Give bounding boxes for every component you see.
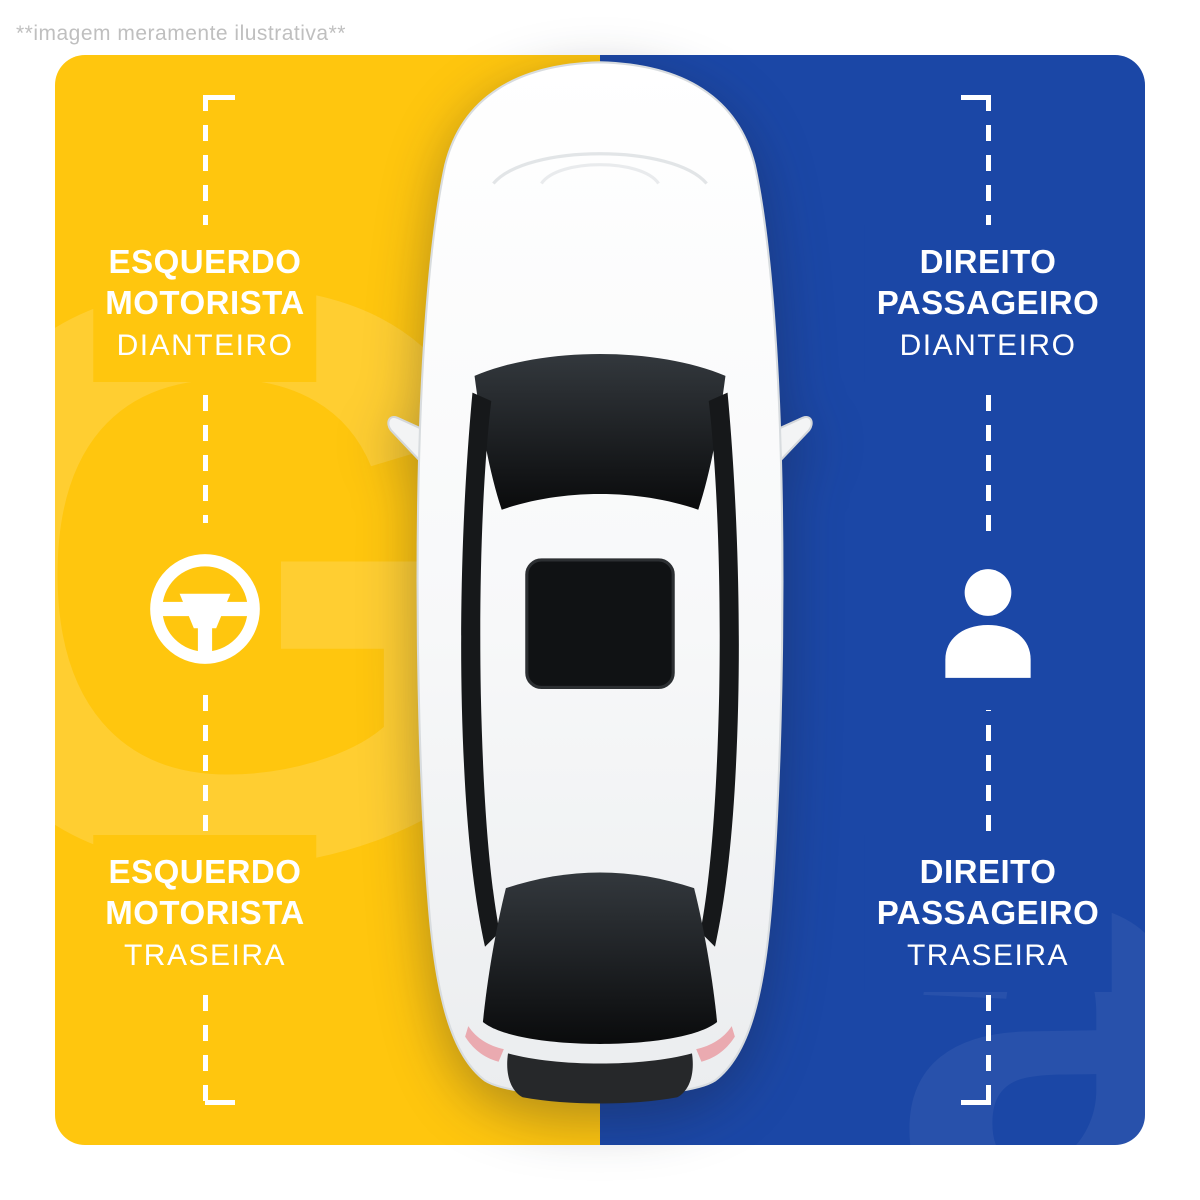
rear-window: [482, 872, 718, 1044]
label-passenger-rear: DIREITO PASSAGEIRO TRASEIRA: [864, 835, 1112, 992]
label-line: DIREITO: [919, 243, 1057, 280]
car-top-view: [370, 56, 830, 1143]
label-line: TRASEIRA: [906, 939, 1070, 972]
rear-bumper: [507, 1053, 693, 1104]
label-line: DIREITO: [919, 853, 1057, 890]
label-line: ESQUERDO: [108, 243, 302, 280]
label-passenger-front: DIREITO PASSAGEIRO DIANTEIRO: [864, 225, 1112, 382]
right-side-window: [700, 392, 739, 947]
label-line: TRASEIRA: [123, 939, 287, 972]
passenger-person-icon: [912, 538, 1064, 710]
left-side-window: [461, 392, 500, 947]
sunroof: [525, 558, 675, 690]
steering-wheel-icon: [129, 523, 281, 695]
label-line: PASSAGEIRO: [876, 894, 1100, 931]
label-line: DIANTEIRO: [116, 329, 294, 362]
dash-cap-top-left: [205, 95, 235, 100]
dash-cap-bottom-right: [961, 1100, 991, 1105]
label-line: PASSAGEIRO: [876, 284, 1100, 321]
label-line: DIANTEIRO: [899, 329, 1077, 362]
disclaimer-text: **imagem meramente ilustrativa**: [16, 22, 346, 45]
label-line: MOTORISTA: [105, 284, 305, 321]
label-driver-rear: ESQUERDO MOTORISTA TRASEIRA: [93, 835, 317, 992]
windshield: [474, 353, 726, 510]
right-taillight: [696, 1026, 735, 1062]
label-driver-front: ESQUERDO MOTORISTA DIANTEIRO: [93, 225, 317, 382]
label-line: MOTORISTA: [105, 894, 305, 931]
dash-cap-top-right: [961, 95, 991, 100]
label-line: ESQUERDO: [108, 853, 302, 890]
dash-cap-bottom-left: [205, 1100, 235, 1105]
left-taillight: [465, 1026, 504, 1062]
